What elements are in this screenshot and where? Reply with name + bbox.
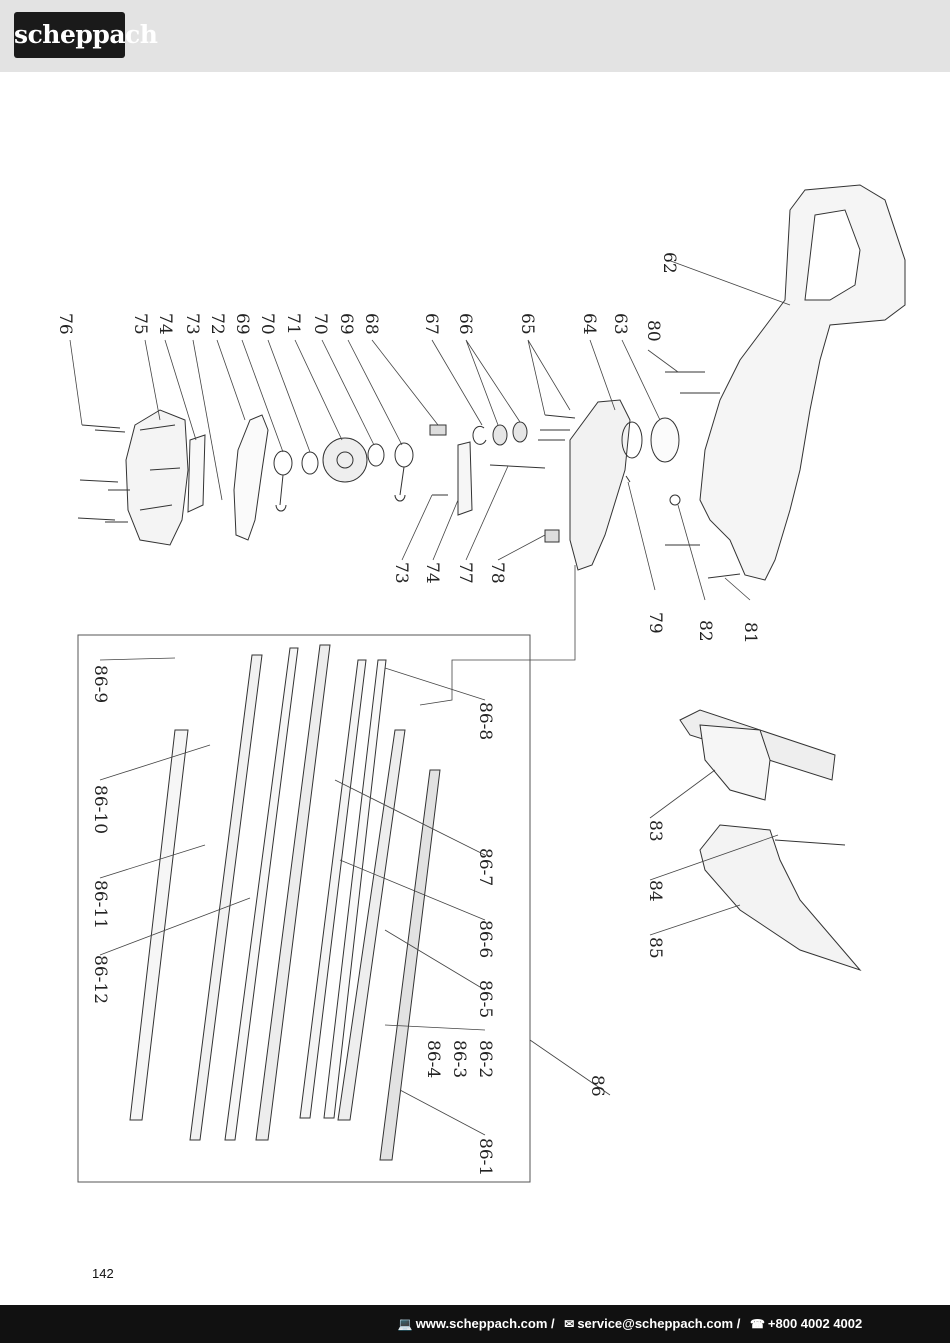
phone-icon: ☎ [749,1317,765,1331]
label-69b: 69 [336,313,356,335]
label-74b: 74 [422,562,442,584]
label-79: 79 [645,612,665,634]
label-68: 68 [361,313,381,335]
label-74: 74 [155,313,175,335]
email-link[interactable]: service@scheppach.com / [577,1316,741,1331]
footer-bar: 💻www.scheppach.com / ✉service@scheppach.… [0,1305,950,1343]
phone-number: +800 4002 4002 [767,1316,863,1331]
label-86-1: 86-1 [475,1138,495,1176]
label-84: 84 [645,880,665,902]
label-86-12: 86-12 [90,955,110,1004]
label-86-6: 86-6 [475,920,495,958]
website-link[interactable]: www.scheppach.com / [415,1316,555,1331]
label-66: 66 [455,313,475,335]
page-number: 142 [92,1266,114,1281]
label-83: 83 [645,820,665,842]
label-85: 85 [645,937,665,959]
label-86-3: 86-3 [449,1040,469,1078]
label-73b: 73 [391,562,411,584]
label-62: 62 [659,252,679,274]
label-76: 76 [55,313,75,335]
label-77: 77 [455,562,475,584]
label-80: 80 [643,320,663,342]
label-82: 82 [695,620,715,642]
label-64: 64 [579,313,599,335]
label-69: 69 [232,313,252,335]
label-67: 67 [421,313,441,335]
label-65: 65 [517,313,537,335]
label-86-10: 86-10 [90,785,110,834]
label-70: 70 [257,313,277,335]
label-86-8: 86-8 [475,702,495,740]
label-70b: 70 [310,313,330,335]
label-75: 75 [130,313,150,335]
label-86-7: 86-7 [475,848,495,886]
mail-icon: ✉ [564,1317,575,1331]
label-78: 78 [487,562,507,584]
label-63: 63 [610,313,630,335]
computer-icon: 💻 [397,1317,413,1331]
label-71: 71 [283,313,303,335]
label-86-9: 86-9 [90,665,110,703]
header-bar: scheppach [0,0,950,72]
label-81: 81 [740,622,760,644]
label-86-2: 86-2 [475,1040,495,1078]
label-86: 86 [587,1075,607,1097]
label-73: 73 [182,313,202,335]
label-86-5: 86-5 [475,980,495,1018]
label-86-4: 86-4 [423,1040,443,1078]
label-86-11: 86-11 [90,880,110,929]
label-72: 72 [207,313,227,335]
